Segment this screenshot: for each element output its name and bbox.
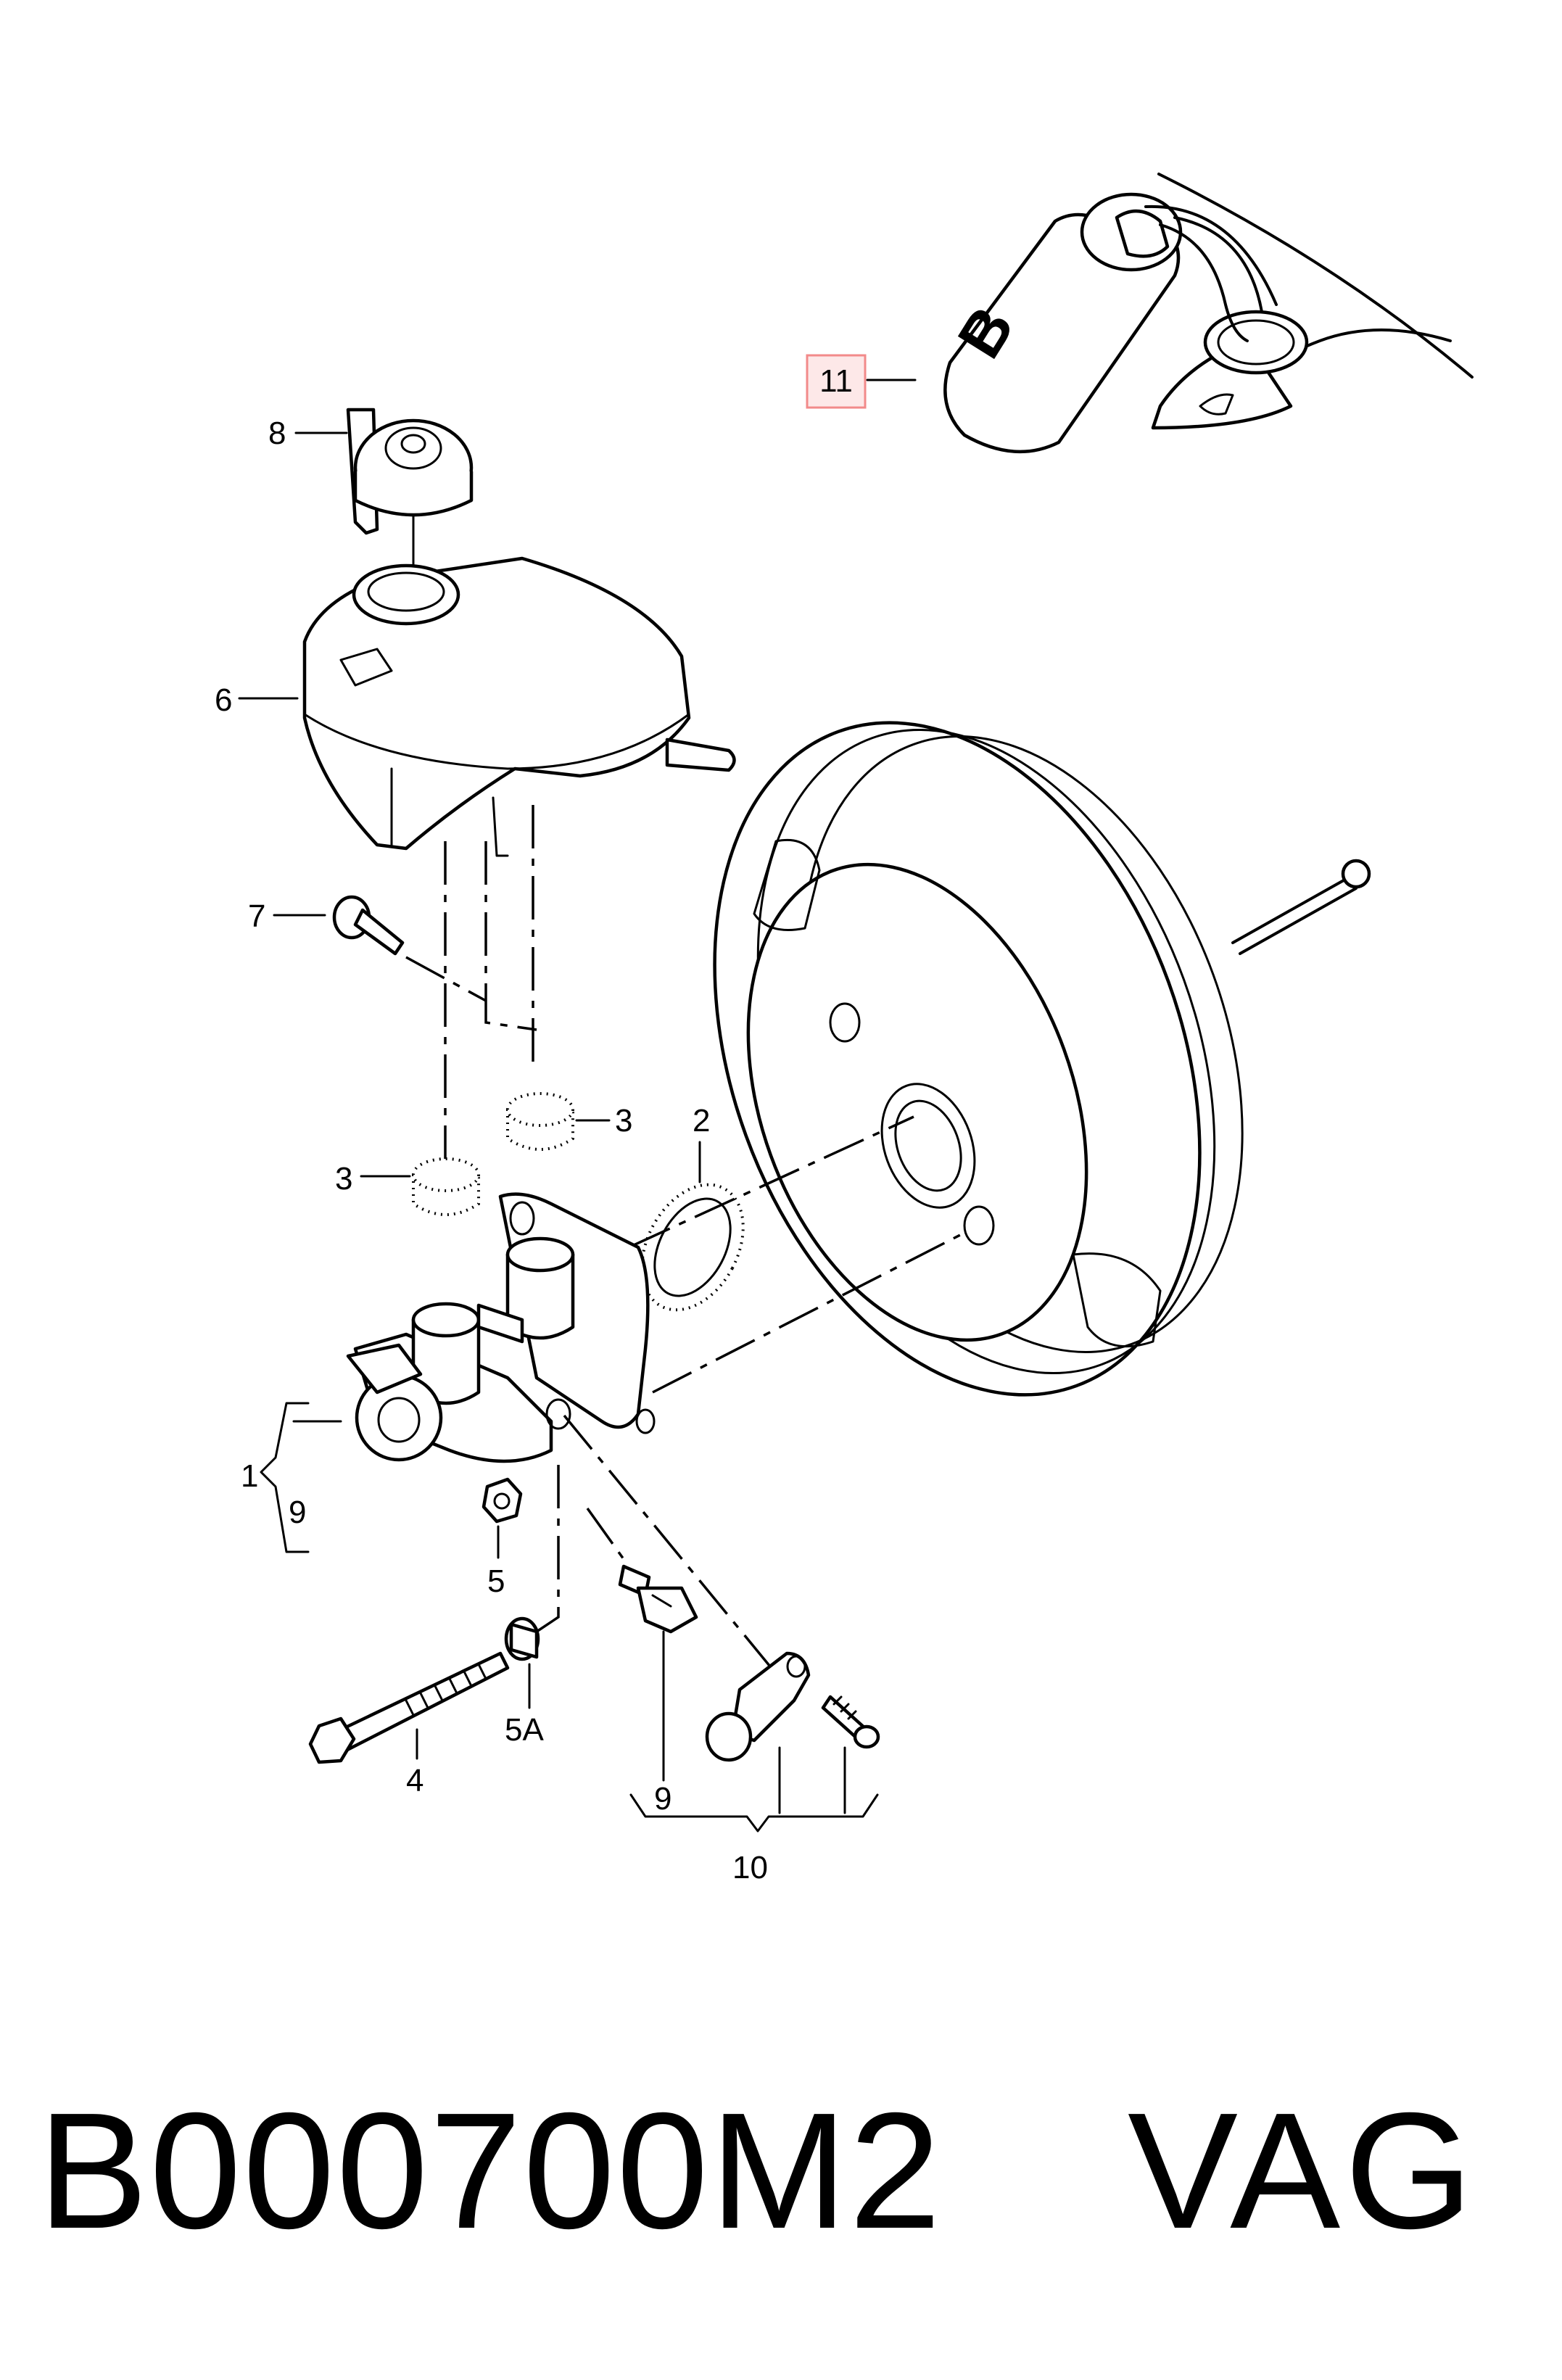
brake-fluid-bottle-inset: B — [943, 173, 1474, 454]
callout-10[interactable]: 10 — [732, 1850, 768, 1885]
assembly-line-3 — [484, 841, 537, 1031]
assembly-line-booster-2 — [652, 1231, 965, 1394]
grommet-lower — [412, 1157, 480, 1216]
brake-booster — [713, 721, 1371, 1397]
bolt-7 — [332, 895, 405, 956]
brake-light-switch — [618, 1564, 698, 1634]
grommet-upper — [506, 1092, 574, 1151]
callout-4[interactable]: 4 — [406, 1763, 423, 1798]
callout-9-bottom[interactable]: 9 — [654, 1781, 672, 1817]
callout-11-highlight — [806, 354, 867, 409]
assembly-line-lower-1 — [563, 1414, 785, 1684]
callout-9-left[interactable]: 9 — [289, 1495, 306, 1530]
brand-name: VAG — [1128, 2079, 1478, 2263]
callout-7[interactable]: 7 — [248, 898, 265, 934]
callout-3-lower[interactable]: 3 — [335, 1161, 352, 1197]
reservoir-cap — [346, 408, 474, 535]
callout-11[interactable]: 11 — [819, 363, 853, 399]
long-bolt — [308, 1651, 510, 1764]
part-code: B000700M2 — [38, 2079, 943, 2263]
callout-6[interactable]: 6 — [215, 682, 232, 718]
callout-8[interactable]: 8 — [268, 416, 286, 451]
nut-5a — [504, 1616, 540, 1661]
callout-5a[interactable]: 5A — [505, 1712, 544, 1748]
assembly-line-4 — [405, 956, 487, 1002]
nut-5 — [482, 1477, 523, 1524]
sensor-10 — [705, 1651, 880, 1762]
brake-fluid-reservoir — [302, 556, 736, 857]
assembly-line-lower-2 — [536, 1465, 560, 1633]
callout-1[interactable]: 1 — [241, 1458, 258, 1494]
assembly-line-lower-3 — [586, 1507, 625, 1561]
callout-5[interactable]: 5 — [487, 1563, 505, 1599]
master-cylinder — [346, 1192, 656, 1463]
callout-3-upper[interactable]: 3 — [615, 1103, 632, 1139]
assembly-line-booster-1 — [565, 1115, 914, 1278]
callout-2[interactable]: 2 — [693, 1103, 710, 1139]
